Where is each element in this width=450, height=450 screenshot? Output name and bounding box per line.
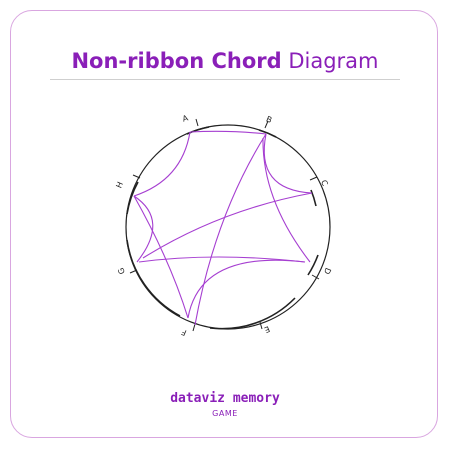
tick-marks [129, 118, 320, 332]
label-c: C [319, 179, 330, 188]
brand-subtitle: GAME [212, 409, 238, 418]
title-bold: Non-ribbon Chord [71, 49, 282, 73]
brand-name: dataviz memory [170, 391, 280, 406]
tick-a [195, 118, 199, 127]
tick-d [311, 274, 320, 280]
node-labels: A B C D E F G H [114, 113, 332, 337]
label-a: A [181, 113, 189, 123]
chords [133, 130, 313, 326]
chord-b-f [194, 133, 267, 326]
arc-a [186, 126, 210, 135]
tick-b [264, 120, 269, 129]
chord-h-g [133, 195, 154, 263]
label-h: H [114, 180, 125, 189]
chord-h-f [133, 195, 189, 319]
label-e: E [263, 324, 271, 334]
group-arcs [126, 126, 319, 330]
arc-c [310, 189, 317, 207]
arc-fg [126, 239, 181, 317]
tick-e [259, 321, 263, 330]
arc-d [307, 254, 319, 276]
chord-g-d [138, 256, 306, 263]
chord-c-g [142, 192, 313, 259]
tick-c [309, 176, 318, 181]
card-frame [10, 10, 438, 438]
arc-b [258, 129, 277, 138]
label-d: D [322, 266, 333, 275]
chord-f-d [187, 259, 306, 319]
page-title: Non-ribbon Chord Diagram [0, 48, 450, 74]
label-f: F [180, 327, 188, 337]
arc-ef [209, 297, 296, 330]
tick-h [132, 174, 141, 179]
title-divider [50, 79, 400, 80]
title-light: Diagram [288, 49, 379, 73]
label-g: G [116, 266, 127, 275]
arc-h [126, 181, 139, 215]
chord-b-d [262, 137, 311, 263]
chord-a-b [189, 130, 267, 135]
tick-f [192, 323, 196, 332]
chord-b-c [263, 133, 313, 194]
chord-a-h [133, 131, 191, 197]
label-b: B [265, 114, 273, 124]
